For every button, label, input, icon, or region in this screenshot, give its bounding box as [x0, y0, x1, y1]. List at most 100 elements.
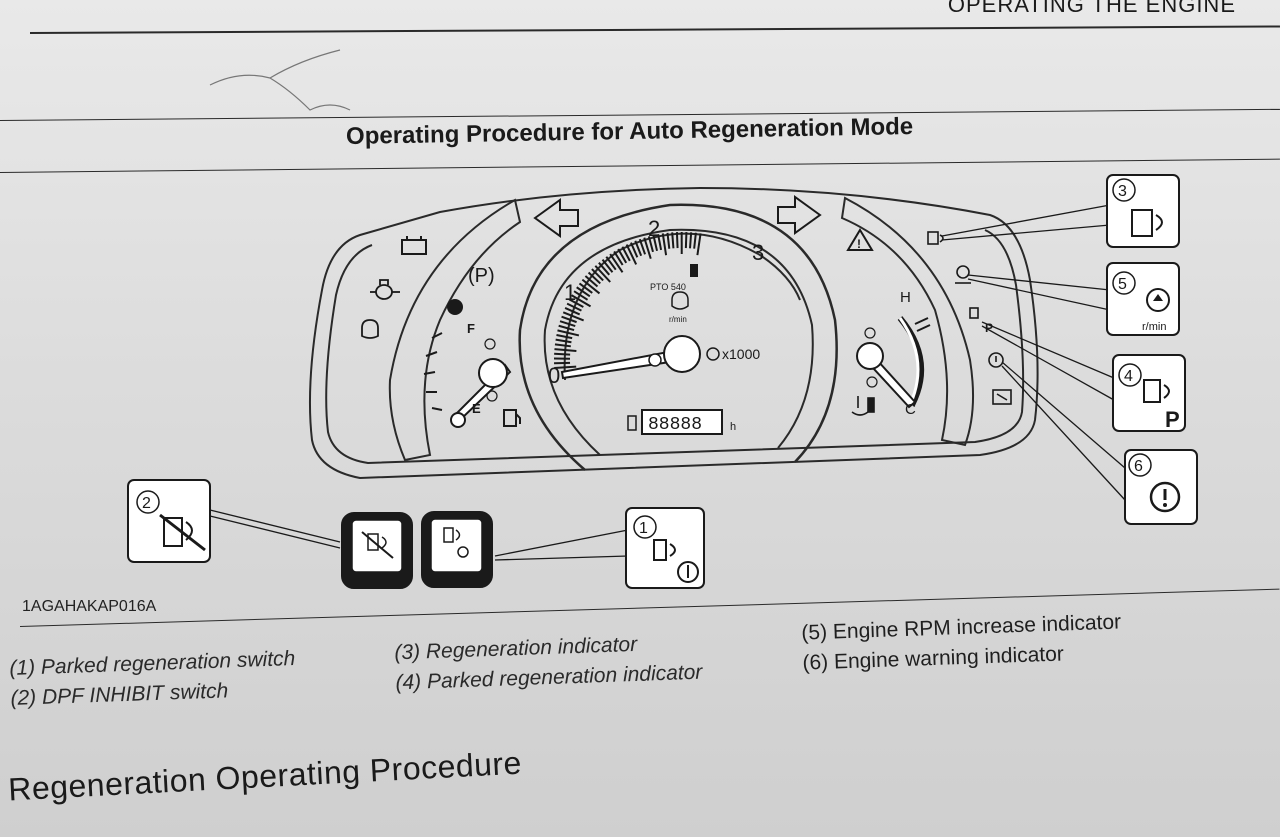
svg-text:2: 2 [142, 495, 151, 512]
tach-tick [576, 286, 591, 298]
svg-text:5: 5 [1118, 276, 1127, 293]
svg-text:h: h [730, 421, 736, 433]
legend-column-1: (1) Parked regeneration switch (2) DPF I… [9, 647, 297, 717]
legend-column-3: (5) Engine RPM increase indicator (6) En… [801, 610, 1123, 681]
tach-tick [657, 234, 663, 251]
tach-tick [621, 246, 631, 262]
tach-tick [661, 233, 668, 256]
tach-tick [643, 237, 652, 260]
tach-tick [558, 324, 575, 332]
fuel-empty-label: E [472, 401, 481, 416]
tachometer-housing [518, 203, 838, 471]
tach-tick [557, 329, 580, 337]
dashboard-outline [308, 186, 1039, 480]
tach-tick [561, 315, 577, 324]
tach-tick [638, 238, 647, 255]
temp-small-indicator [864, 327, 876, 339]
tach-tick [693, 232, 697, 249]
tach-tick [568, 298, 584, 308]
legend-item-4: (4) Parked regeneration indicator [395, 660, 703, 695]
tach-marker [690, 264, 698, 277]
battery-icon [401, 236, 427, 255]
svg-text:6: 6 [1134, 458, 1143, 475]
warning-triangle-icon [846, 228, 874, 251]
tach-tick-label-1: 1 [564, 280, 576, 305]
tach-tick [601, 259, 614, 273]
tach-tick [564, 306, 581, 316]
tach-tick [609, 253, 624, 273]
callout-1-parked-regeneration-switch: 1 [625, 507, 705, 589]
tach-tick-label-2: 2 [648, 216, 660, 241]
svg-text:!: ! [857, 237, 861, 251]
tach-tick [652, 235, 658, 252]
section-header: OPERATING THE ENGINE [947, 0, 1236, 17]
tach-tick [630, 242, 639, 258]
tach-tick [684, 232, 688, 249]
tach-tick [666, 232, 671, 249]
parked-regen-small-icon: P [969, 307, 993, 335]
fuel-small-indicator [484, 338, 496, 350]
fuel-gauge [423, 332, 512, 428]
tach-tick [566, 302, 582, 312]
tach-tick [559, 320, 576, 328]
tach-tick [617, 248, 628, 264]
tach-tick [647, 236, 654, 253]
svg-text:1: 1 [639, 520, 648, 537]
engine-warning-icon [955, 265, 971, 284]
svg-text:P: P [985, 321, 993, 335]
turn-right-icon [777, 195, 822, 235]
tach-rpm-unit: r/min [669, 315, 687, 324]
glow-plug-icon [361, 319, 379, 339]
coolant-temp-gauge [856, 316, 931, 409]
figure-code: 1AGAHAKAP016A [22, 598, 157, 615]
svg-text:3: 3 [1118, 183, 1127, 200]
callout-2-dpf-inhibit-switch: 2 [127, 479, 211, 563]
svg-text:4: 4 [1124, 368, 1133, 385]
tach-tick [584, 275, 599, 288]
svg-text:88888: 88888 [648, 415, 702, 435]
tach-tick [634, 240, 643, 257]
indicator-lamp-dot [447, 299, 463, 315]
turn-left-icon [533, 198, 579, 238]
svg-text:x1000: x1000 [722, 346, 760, 362]
fuel-gauge-pod [388, 198, 522, 462]
svg-text:P: P [1165, 407, 1180, 432]
tach-tick [598, 262, 611, 276]
tach-tick [591, 268, 604, 282]
tach-tick [573, 290, 589, 301]
tach-tick [555, 338, 572, 344]
fuel-full-label: F [467, 321, 475, 336]
tach-tick [556, 334, 573, 340]
parking-brake-icon: (P) [468, 265, 495, 287]
tach-tick [594, 265, 611, 283]
legend-column-2: (3) Regeneration indicator (4) Parked re… [394, 631, 703, 702]
tachometer-tick-marks [553, 231, 702, 370]
tach-tick [675, 232, 679, 249]
parked-regeneration-switch [421, 511, 493, 588]
dpf-inhibit-switch [341, 512, 413, 589]
legend-item-6: (6) Engine warning indicator [802, 642, 1065, 675]
callout-5-rpm-increase-indicator: 5 r/min [1106, 262, 1180, 336]
fuel-small-indicator-2 [486, 390, 498, 402]
dpf-icon [927, 231, 944, 245]
tach-tick [605, 256, 617, 271]
temp-hot-label: H [900, 289, 911, 306]
tach-tick-label-3: 3 [752, 240, 764, 265]
tach-tick [554, 343, 571, 348]
engine-warning-small-icon [988, 352, 1004, 368]
temp-cold-label: C [905, 401, 916, 418]
tach-tick [587, 271, 601, 285]
tach-tick [581, 278, 601, 295]
coolant-temp-icon [851, 396, 875, 416]
rpm-increase-small-icon [671, 291, 689, 310]
fuel-pump-icon [503, 409, 521, 427]
tach-tick [689, 232, 693, 249]
tach-tick [554, 352, 571, 356]
callout-6-engine-warning-indicator: 6 [1124, 449, 1198, 525]
tach-tick-label-0: 0 [548, 363, 560, 388]
temp-small-indicator-2 [866, 376, 878, 388]
tach-tick [671, 232, 675, 249]
tach-tick [578, 282, 593, 294]
temp-gauge-pod [840, 196, 975, 447]
